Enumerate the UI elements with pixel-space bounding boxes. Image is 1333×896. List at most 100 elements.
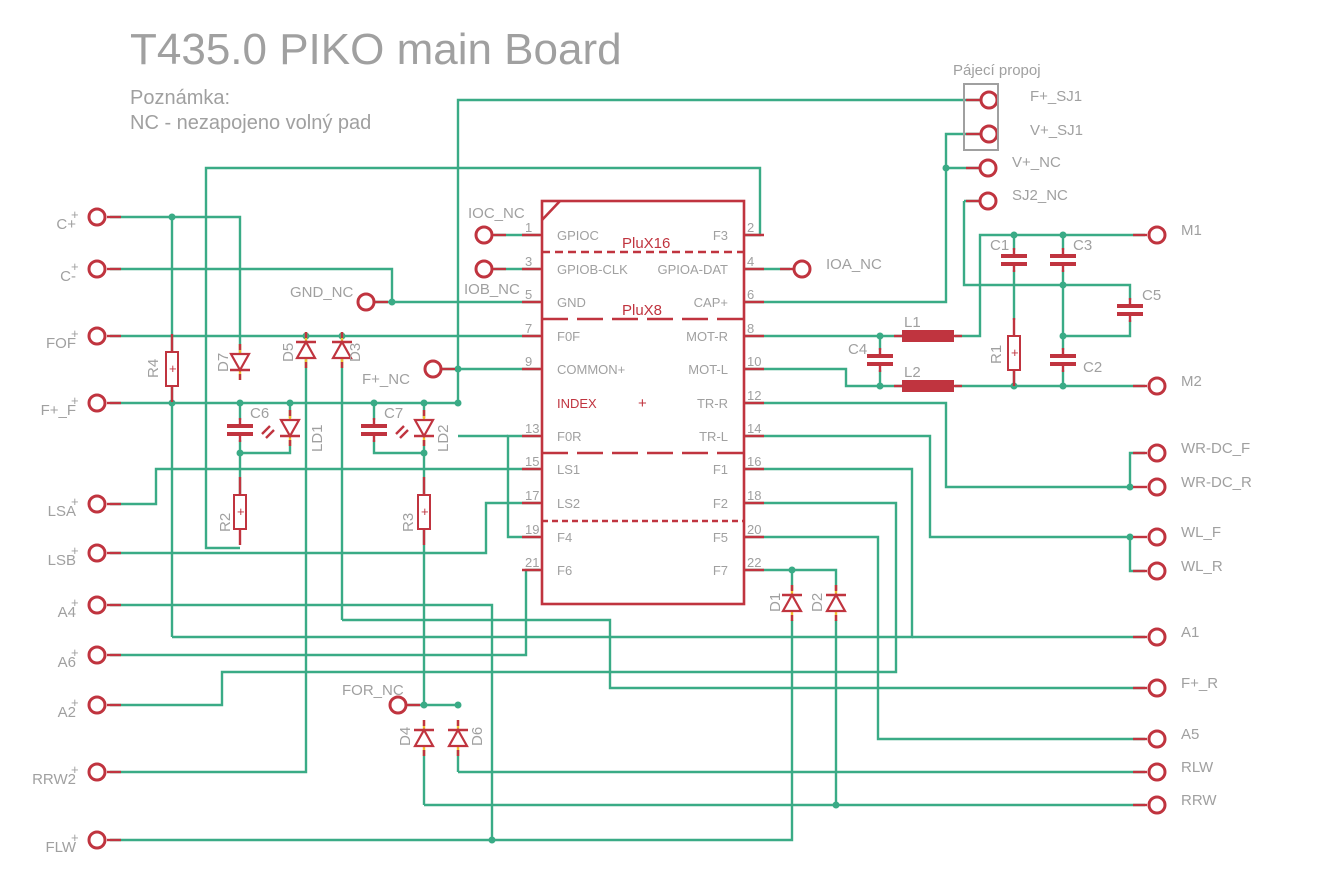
ic-pin-number: 2	[747, 220, 754, 235]
connector-pad[interactable]	[1133, 678, 1167, 698]
connector-pad[interactable]	[978, 158, 998, 178]
pad-ring[interactable]	[356, 292, 376, 312]
wire-junction	[168, 399, 176, 407]
capacitor-plate	[867, 362, 893, 366]
ic-pin-name-mot-l: MOT-L	[688, 362, 728, 377]
nc-pad-label: F+_NC	[362, 371, 410, 388]
solder-jumper-pad[interactable]	[979, 90, 999, 110]
pad-ring[interactable]	[87, 645, 107, 665]
connector-pad[interactable]	[87, 494, 121, 514]
wire-junction	[1059, 332, 1067, 340]
pad-ring[interactable]	[1147, 561, 1167, 581]
pad-ring[interactable]	[474, 259, 494, 279]
connector-pad[interactable]	[87, 645, 121, 665]
connector-pad[interactable]	[1133, 762, 1167, 782]
pad-ring[interactable]	[87, 494, 107, 514]
connector-pad[interactable]	[87, 695, 121, 715]
solder-jumper-pad[interactable]	[979, 124, 999, 144]
pad-ring[interactable]	[1147, 729, 1167, 749]
ic-pin-number: 17	[525, 488, 539, 503]
pad-ring[interactable]	[978, 191, 998, 211]
pad-ring[interactable]	[1147, 795, 1167, 815]
ic-pin-number: 15	[525, 454, 539, 469]
connector-pad[interactable]	[1133, 225, 1167, 245]
wire-junction	[832, 801, 840, 809]
diode-triangle	[279, 418, 301, 439]
inductor-l2: L2	[894, 364, 962, 392]
pad-ring[interactable]	[87, 326, 107, 346]
pad-ring[interactable]	[474, 225, 494, 245]
wire-junction	[236, 449, 244, 457]
connector-pad[interactable]	[356, 292, 376, 312]
ic-pin-number: 20	[747, 522, 761, 537]
connector-pad[interactable]	[87, 393, 121, 413]
pad-ring[interactable]	[87, 259, 107, 279]
pad-ring[interactable]	[1147, 477, 1167, 497]
connector-pad[interactable]	[423, 359, 443, 379]
pad-ring[interactable]	[388, 695, 408, 715]
solder-jumper-pad-label: F+_SJ1	[1030, 88, 1082, 105]
left-pad-label: A4	[58, 604, 76, 621]
ic-pin-name-f1: F1	[713, 462, 728, 477]
pad-ring[interactable]	[1147, 376, 1167, 396]
pad-ring[interactable]	[87, 595, 107, 615]
wire-junction	[788, 566, 796, 574]
connector-pad[interactable]	[978, 191, 998, 211]
pad-ring[interactable]	[87, 393, 107, 413]
capacitor-c1: C1	[990, 237, 1027, 272]
connector-pad[interactable]	[1133, 376, 1167, 396]
pad-ring[interactable]	[792, 259, 812, 279]
wire-junction	[1059, 382, 1067, 390]
pad-ring[interactable]	[87, 543, 107, 563]
connector-pad[interactable]	[1133, 561, 1167, 581]
connector-pad[interactable]	[87, 207, 121, 227]
pad-ring[interactable]	[1147, 627, 1167, 647]
section-plux8: PluX8	[622, 302, 662, 319]
origin-mark: +	[71, 393, 79, 408]
ic-pin-number: 14	[747, 421, 761, 436]
connector-pad[interactable]	[87, 830, 121, 850]
diode-triangle	[781, 592, 803, 613]
pad-ring[interactable]	[1147, 443, 1167, 463]
wire-junction	[420, 701, 428, 709]
connector-pad[interactable]	[388, 695, 408, 715]
ic-pin-number: 19	[525, 522, 539, 537]
connector-pad[interactable]	[1133, 477, 1167, 497]
origin-mark: +	[71, 259, 79, 274]
capacitor-c3: C3	[1050, 237, 1092, 272]
connector-pad[interactable]	[87, 326, 121, 346]
connector-pad[interactable]	[1133, 627, 1167, 647]
connector-pad[interactable]	[1133, 527, 1167, 547]
pad-ring[interactable]	[1147, 678, 1167, 698]
pad-ring[interactable]	[87, 207, 107, 227]
diode-label: D1	[767, 593, 784, 612]
pad-ring[interactable]	[423, 359, 443, 379]
pad-ring[interactable]	[87, 762, 107, 782]
connector-pad[interactable]	[87, 543, 121, 563]
pad-ring[interactable]	[1147, 527, 1167, 547]
connector-pad[interactable]	[87, 259, 121, 279]
connector-pad[interactable]	[1133, 729, 1167, 749]
nc-pad-label: SJ2_NC	[1012, 187, 1068, 204]
connector-pad[interactable]	[474, 259, 494, 279]
connector-pad[interactable]	[474, 225, 494, 245]
led-arrow	[261, 425, 271, 435]
connector-pad[interactable]	[1133, 443, 1167, 463]
connector-pad[interactable]	[87, 595, 121, 615]
right-pad-label: M2	[1181, 373, 1202, 390]
wire-junction	[488, 836, 496, 844]
ic-pin-number: 22	[747, 555, 761, 570]
note-heading: Poznámka:	[130, 87, 230, 109]
pad-ring[interactable]	[978, 158, 998, 178]
connector-pad[interactable]	[1133, 795, 1167, 815]
wire-junction	[1059, 281, 1067, 289]
pad-ring[interactable]	[1147, 762, 1167, 782]
origin-mark: +	[169, 361, 177, 376]
pad-ring[interactable]	[1147, 225, 1167, 245]
solder-jumper-label: Pájecí propoj	[953, 62, 1041, 79]
pad-ring[interactable]	[87, 695, 107, 715]
connector-pad[interactable]	[87, 762, 121, 782]
connector-pad[interactable]	[792, 259, 812, 279]
pad-ring[interactable]	[87, 830, 107, 850]
left-pad-label: LSB	[48, 552, 76, 569]
